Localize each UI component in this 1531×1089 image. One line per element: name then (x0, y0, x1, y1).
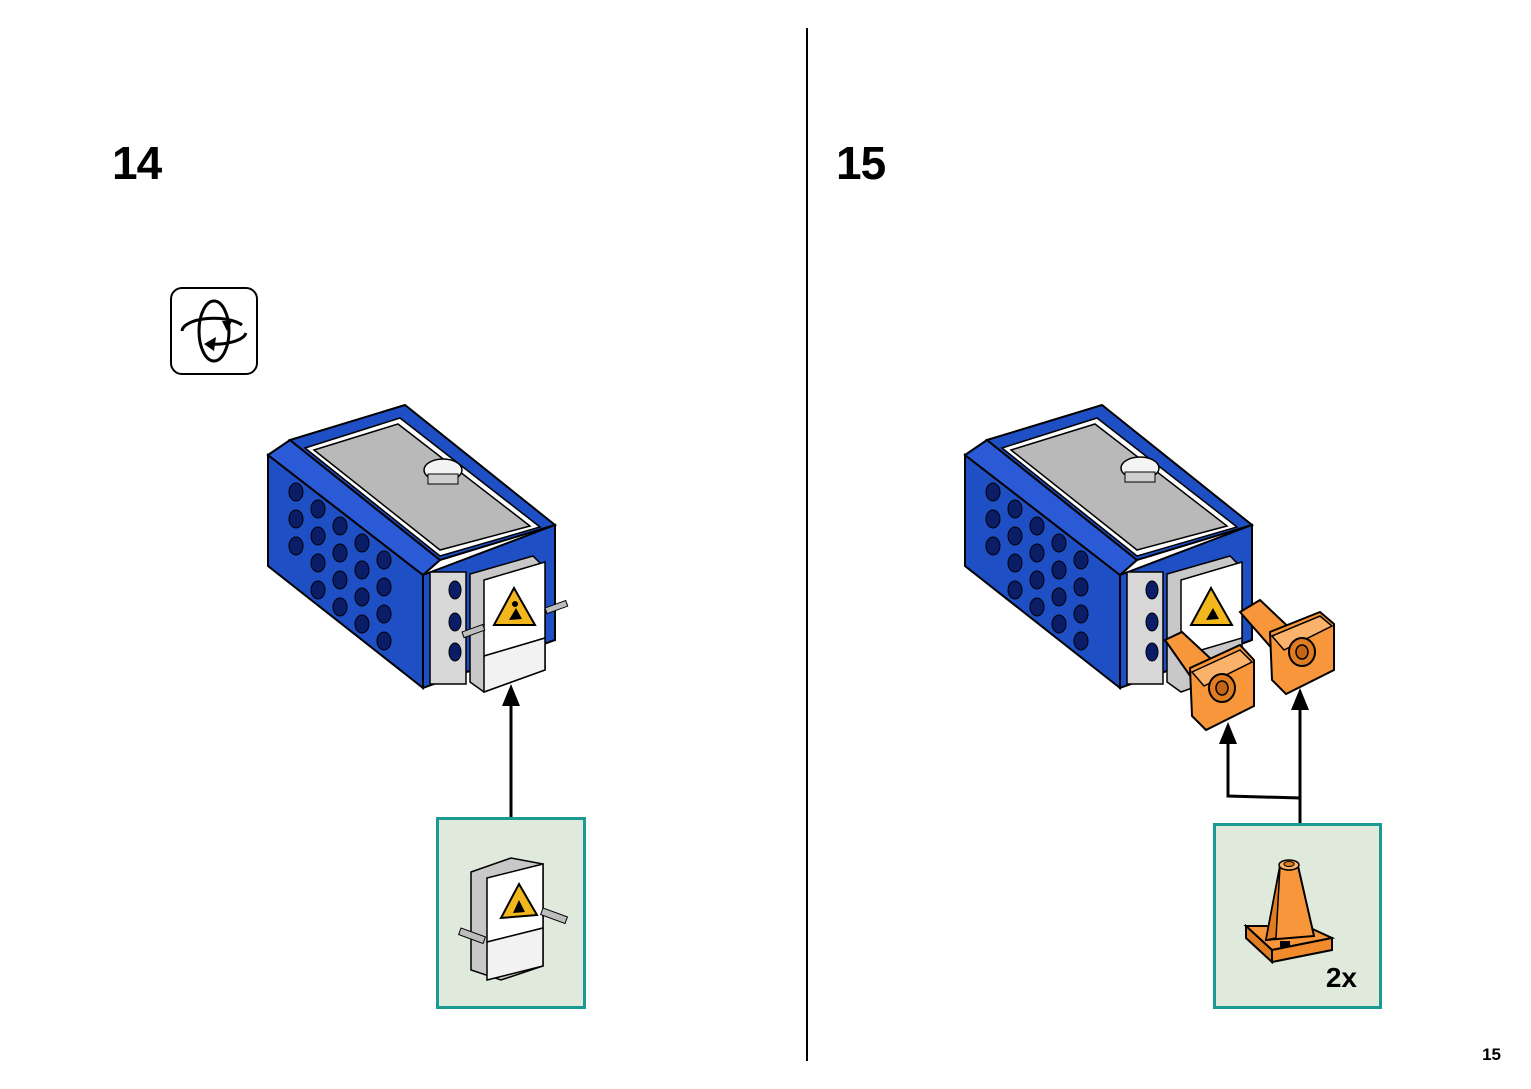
step-number-14: 14 (112, 137, 162, 189)
traffic-cone-icon (1163, 630, 1255, 732)
construction-sign-icon (1189, 585, 1234, 626)
arrow-up-icon (1291, 688, 1309, 710)
traffic-cone-icon (1243, 859, 1336, 965)
step15-parts-callout: 2x (1213, 823, 1382, 1009)
rotate-model-icon (170, 287, 258, 375)
step-number-15: 15 (836, 137, 886, 189)
page-number: 15 (1482, 1045, 1501, 1064)
page-divider (806, 28, 808, 1061)
arrow-up-icon (1219, 722, 1237, 744)
arrow-up-icon (502, 684, 520, 706)
traffic-cone-icon (1238, 598, 1335, 696)
step14-parts-callout (436, 817, 586, 1009)
construction-sign-icon (492, 585, 537, 626)
part-quantity: 2x (1325, 962, 1357, 993)
